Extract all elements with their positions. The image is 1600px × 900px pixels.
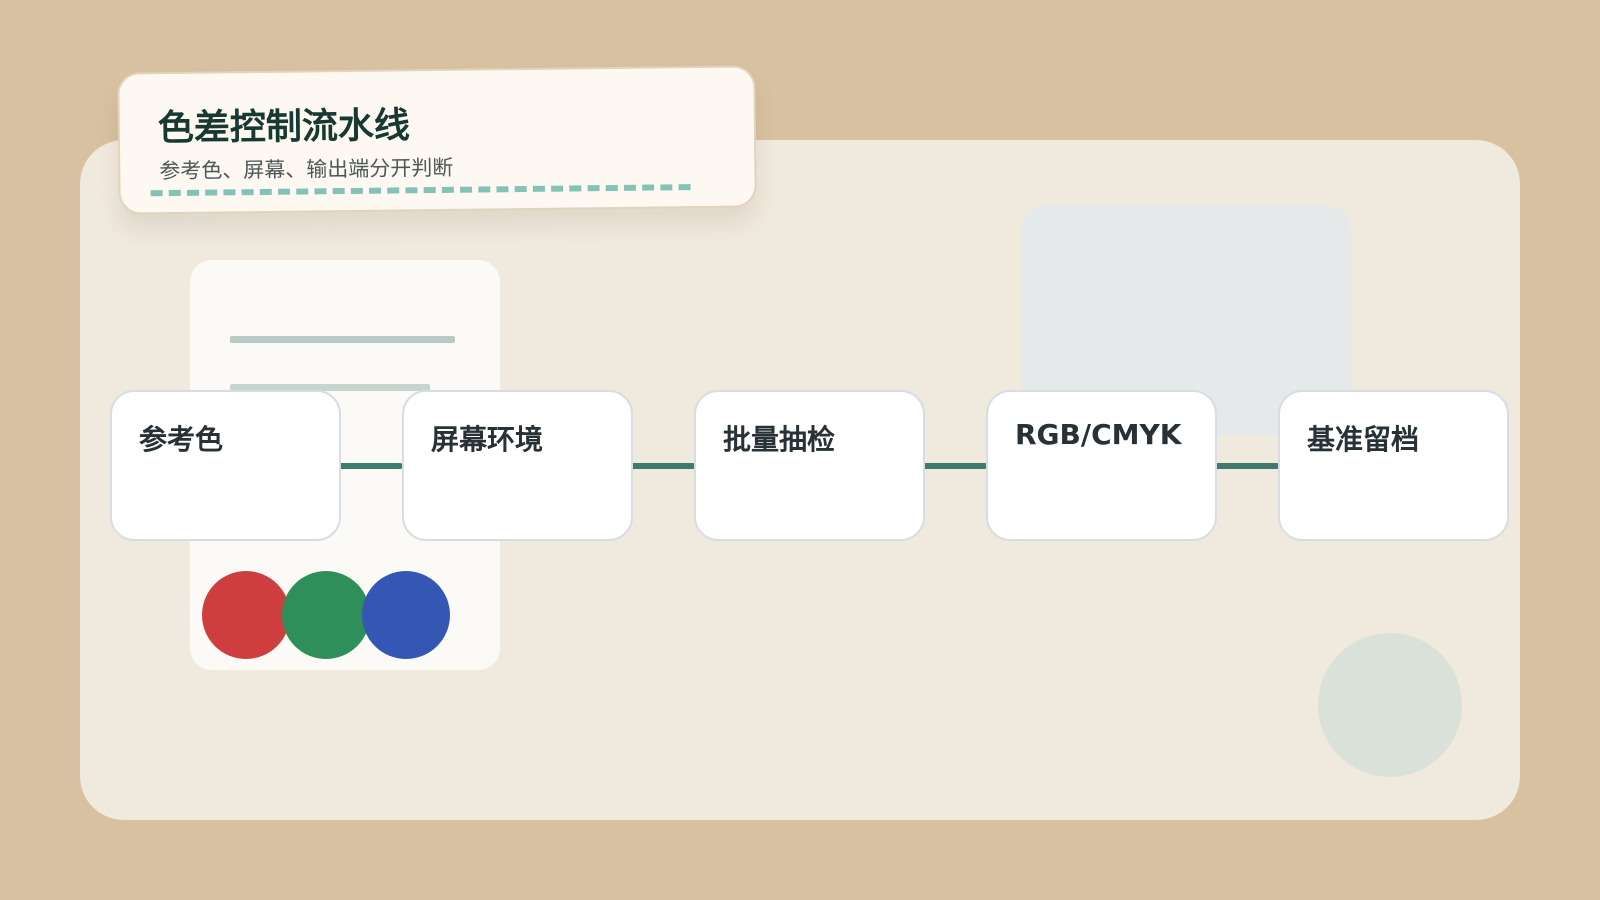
- step-label: 屏幕环境: [431, 423, 544, 456]
- title-card: 色差控制流水线 参考色、屏幕、输出端分开判断: [117, 65, 757, 215]
- dashed-underline: [150, 184, 691, 197]
- reference-text-line: [230, 384, 430, 391]
- connector-line: [1214, 463, 1280, 469]
- step-screen-environment[interactable]: 屏幕环境: [402, 390, 633, 541]
- swatch-green: [282, 571, 370, 659]
- step-batch-sampling[interactable]: 批量抽检: [694, 390, 925, 541]
- step-reference-color[interactable]: 参考色: [110, 390, 341, 541]
- swatch-red: [202, 571, 290, 659]
- reference-text-line: [230, 336, 455, 343]
- page-title: 色差控制流水线: [157, 105, 411, 150]
- step-label: 基准留档: [1307, 423, 1420, 456]
- decorative-circle: [1318, 633, 1462, 777]
- step-rgb-cmyk[interactable]: RGB/CMYK: [986, 390, 1217, 541]
- page-subtitle: 参考色、屏幕、输出端分开判断: [159, 155, 454, 184]
- connector-line: [337, 463, 403, 469]
- connector-line: [630, 463, 696, 469]
- step-label: RGB/CMYK: [1015, 418, 1182, 451]
- step-baseline-archive[interactable]: 基准留档: [1278, 390, 1509, 541]
- step-label: 批量抽检: [723, 423, 836, 456]
- step-label: 参考色: [139, 423, 224, 456]
- swatch-blue: [362, 571, 450, 659]
- connector-line: [922, 463, 988, 469]
